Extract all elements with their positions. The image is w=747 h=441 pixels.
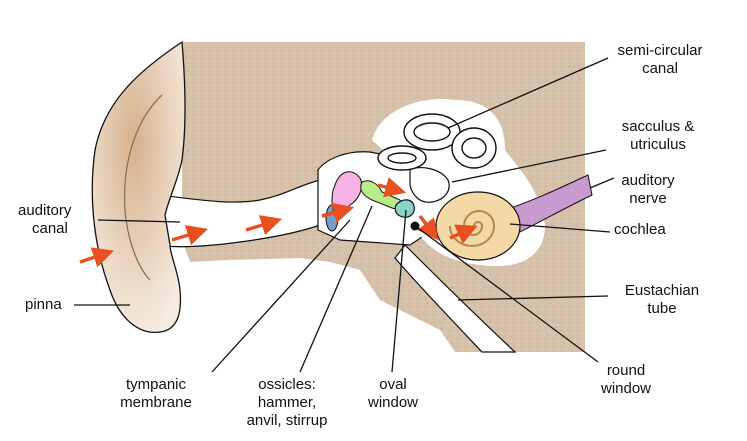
label-round-line1: round — [606, 362, 646, 379]
label-pinna-text: pinna — [25, 296, 62, 313]
label-pinna: pinna — [25, 296, 62, 314]
label-auditory-canal-line1: auditory — [18, 202, 72, 219]
label-ossicles: ossicles: hammer, anvil, stirrup — [233, 376, 341, 430]
sound-arrows — [79, 177, 478, 268]
label-semi-line1: semi-circular — [617, 42, 703, 59]
label-eustachian-line1: Eustachian — [624, 282, 700, 299]
label-tympanic-line2: membrane — [120, 394, 192, 411]
label-semi-circular-canal: semi-circular canal — [608, 42, 712, 78]
label-eustachian-line2: tube — [647, 300, 677, 317]
label-oval-line2: window — [367, 394, 419, 411]
round-window-dot — [410, 221, 420, 231]
label-sacculus-line1: sacculus & — [621, 118, 695, 135]
label-round-line2: window — [600, 380, 652, 397]
eustachian-tube-shape — [394, 244, 517, 353]
label-sacculus-utriculus: sacculus & utriculus — [610, 118, 706, 154]
label-ossicles-line1: ossicles: — [258, 376, 316, 393]
label-cochlea: cochlea — [614, 221, 666, 239]
label-cochlea-text: cochlea — [614, 221, 666, 238]
label-tympanic-membrane: tympanic membrane — [108, 376, 204, 412]
label-auditory-canal-line2: canal — [32, 220, 68, 237]
label-semi-line2: canal — [642, 60, 678, 77]
stirrup-shape — [394, 199, 415, 218]
label-tympanic-line1: tympanic — [125, 376, 187, 393]
pinna-shape — [91, 40, 186, 333]
cochlea-shape — [435, 191, 521, 261]
label-nerve-line2: nerve — [629, 190, 667, 207]
label-oval-window: oval window — [358, 376, 428, 412]
label-oval-line1: oval — [379, 376, 407, 393]
vestibule — [409, 167, 450, 203]
label-auditory-nerve: auditory nerve — [612, 172, 684, 208]
pinna-inner-fold — [123, 94, 163, 281]
label-nerve-line1: auditory — [621, 172, 675, 189]
label-ossicles-line3: anvil, stirrup — [246, 412, 328, 429]
leader-lines — [74, 57, 615, 373]
label-auditory-canal: auditory canal — [18, 202, 71, 238]
label-ossicles-line2: hammer, — [257, 394, 317, 411]
label-eustachian-tube: Eustachian tube — [612, 282, 712, 318]
label-round-window: round window — [590, 362, 662, 398]
semicircular-canals — [377, 113, 497, 171]
label-sacculus-line2: utriculus — [630, 136, 686, 153]
